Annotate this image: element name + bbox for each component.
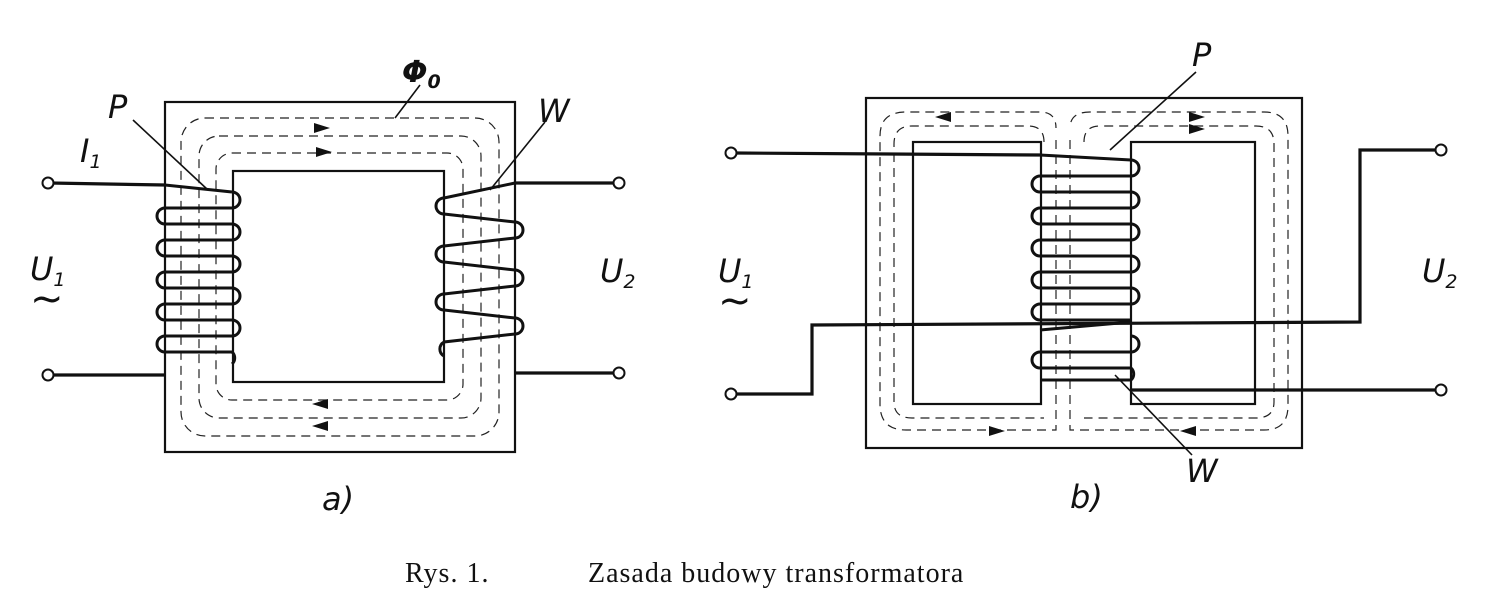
leader-b-w: [1114, 374, 1193, 456]
sublabel-a: a): [322, 480, 354, 518]
output-voltage-b: U2: [1422, 252, 1458, 293]
terminal-a-out-top: [612, 176, 626, 190]
caption-number: Rys. 1.: [405, 558, 489, 589]
core-b-outer: [864, 96, 1304, 450]
core-a-window: [231, 169, 446, 384]
terminal-a-in-top: [41, 176, 55, 190]
flux-arrows-a: [312, 123, 332, 431]
secondary-coil-a: [434, 181, 525, 358]
input-voltage-b: U1: [718, 252, 754, 293]
flux-label-a: Φ0: [402, 55, 441, 93]
caption-title: Zasada budowy transformatora: [588, 558, 964, 589]
flux-paths-b: [879, 111, 1289, 431]
secondary-coil-b: [1030, 320, 1141, 382]
leader-b-p: [1109, 71, 1197, 151]
core-b-window-left: [911, 140, 1043, 406]
figure-caption: Rys. 1. Zasada budowy transformatora: [405, 558, 964, 589]
wire-b-secondary-top: [735, 148, 1438, 396]
flux-arrows-b: [935, 112, 1205, 436]
terminal-b-out-top: [1434, 143, 1448, 157]
core-b-window-right: [1129, 140, 1257, 406]
terminal-b-in-bottom: [724, 387, 738, 401]
primary-label-a: P: [108, 88, 128, 126]
flux-paths-a: [180, 117, 500, 437]
output-voltage-a: U2: [600, 252, 636, 293]
primary-coil-a: [155, 183, 242, 366]
ac-symbol-a: ~: [30, 276, 64, 322]
core-a-outer: [163, 100, 517, 454]
current-label-a: I1: [80, 132, 102, 173]
leader-a-w: [489, 121, 546, 191]
ac-symbol-b: ~: [718, 278, 752, 324]
diagram-a: Φ0 P W I1 U1 ~ U2 a): [30, 55, 636, 518]
terminal-a-out-bottom: [612, 366, 626, 380]
secondary-label-b: W: [1186, 452, 1219, 490]
primary-label-b: P: [1192, 36, 1212, 74]
leader-a-p: [132, 119, 209, 191]
sublabel-b: b): [1070, 478, 1103, 516]
input-voltage-a: U1: [30, 250, 66, 291]
primary-coil-b: [1030, 153, 1141, 322]
wire-a-in-top: [49, 181, 166, 187]
wire-b-in-top: [734, 151, 1041, 157]
terminal-a-in-bottom: [41, 368, 55, 382]
leader-a-flux: [394, 84, 421, 119]
secondary-label-a: W: [538, 92, 571, 130]
terminal-b-out-bottom: [1434, 383, 1448, 397]
diagram-b: P W U1 ~ U2 b): [718, 36, 1458, 516]
terminal-b-in-top: [724, 146, 738, 160]
